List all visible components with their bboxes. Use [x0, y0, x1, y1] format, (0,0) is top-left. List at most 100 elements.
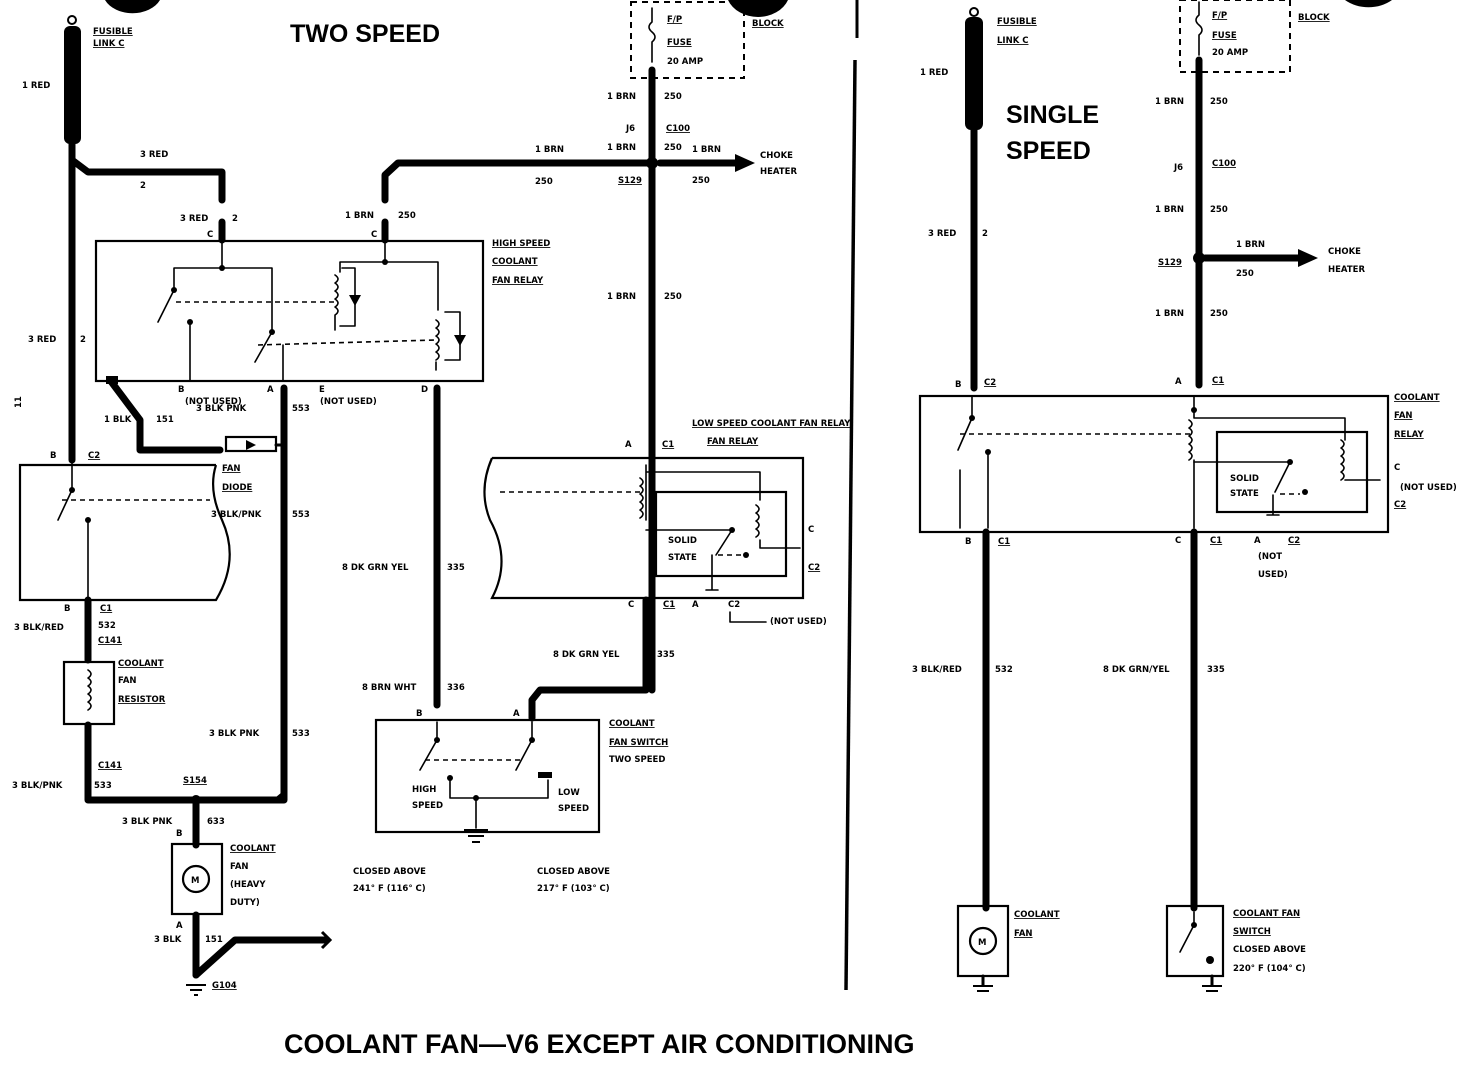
- svg-text:(NOT USED): (NOT USED): [1400, 483, 1457, 493]
- svg-text:C: C: [207, 230, 213, 240]
- high-relay-label: HIGH SPEED: [492, 239, 550, 249]
- svg-text:FAN SWITCH: FAN SWITCH: [609, 738, 668, 748]
- svg-text:220° F (104° C): 220° F (104° C): [1233, 964, 1306, 974]
- svg-text:FUSE: FUSE: [1212, 31, 1237, 41]
- svg-text:COOLANT: COOLANT: [492, 257, 538, 267]
- svg-text:3 BLK/RED: 3 BLK/RED: [14, 623, 64, 633]
- svg-text:A: A: [176, 921, 183, 931]
- svg-text:8 DK GRN/YEL: 8 DK GRN/YEL: [1103, 665, 1170, 675]
- svg-text:C1: C1: [663, 600, 675, 610]
- svg-text:BLOCK: BLOCK: [1298, 13, 1330, 23]
- svg-text:3 BLK/RED: 3 BLK/RED: [912, 665, 962, 675]
- svg-text:250: 250: [535, 177, 553, 187]
- svg-text:FAN RELAY: FAN RELAY: [707, 437, 759, 447]
- svg-text:SPEED: SPEED: [1006, 137, 1091, 165]
- svg-text:FUSIBLE: FUSIBLE: [997, 17, 1037, 27]
- svg-text:3 BLK PNK: 3 BLK PNK: [209, 729, 260, 739]
- svg-text:241° F (116° C): 241° F (116° C): [353, 884, 426, 894]
- single-relay-label: COOLANT: [1394, 393, 1440, 403]
- svg-text:B: B: [64, 604, 70, 614]
- svg-text:TWO SPEED: TWO SPEED: [609, 755, 665, 765]
- svg-text:A: A: [267, 385, 274, 395]
- svg-text:E: E: [319, 385, 325, 395]
- svg-text:G104: G104: [212, 981, 237, 991]
- svg-text:STATE: STATE: [1230, 489, 1259, 499]
- svg-text:2: 2: [232, 214, 238, 224]
- svg-text:1 BRN: 1 BRN: [607, 92, 636, 102]
- svg-text:SPEED: SPEED: [412, 801, 443, 811]
- svg-text:C: C: [1175, 536, 1181, 546]
- svg-text:335: 335: [657, 650, 675, 660]
- svg-text:CLOSED ABOVE: CLOSED ABOVE: [1233, 945, 1306, 955]
- svg-text:250: 250: [1210, 205, 1228, 215]
- ground-g104: [186, 984, 206, 996]
- svg-text:20 AMP: 20 AMP: [667, 57, 703, 67]
- svg-text:1 BRN: 1 BRN: [1155, 97, 1184, 107]
- svg-text:USED): USED): [1258, 570, 1288, 580]
- left-relay-box: [18, 463, 231, 602]
- svg-text:1 BRN: 1 BRN: [1155, 205, 1184, 215]
- svg-text:250: 250: [692, 176, 710, 186]
- svg-text:RESISTOR: RESISTOR: [118, 695, 166, 705]
- single-relay-internals: SOLID STATE: [957, 395, 1381, 529]
- svg-text:(NOT USED): (NOT USED): [320, 397, 377, 407]
- svg-text:C: C: [808, 525, 814, 535]
- svg-text:SPEED: SPEED: [558, 804, 589, 814]
- svg-text:B: B: [965, 537, 971, 547]
- coolant-fan-resistor: [62, 660, 116, 726]
- svg-text:D: D: [421, 385, 428, 395]
- svg-text:SOLID: SOLID: [668, 536, 697, 546]
- svg-text:8 DK GRN YEL: 8 DK GRN YEL: [342, 563, 409, 573]
- svg-text:(NOT: (NOT: [1258, 552, 1282, 562]
- fuse-box-left: [630, 1, 745, 79]
- svg-text:C: C: [628, 600, 634, 610]
- svg-text:HIGH: HIGH: [412, 785, 436, 795]
- svg-text:3 RED: 3 RED: [140, 150, 168, 160]
- svg-text:COOLANT: COOLANT: [1014, 910, 1060, 920]
- svg-text:C: C: [371, 230, 377, 240]
- svg-text:250: 250: [1236, 269, 1254, 279]
- svg-text:S129: S129: [618, 176, 642, 186]
- fuse-box-right: [1179, 0, 1291, 73]
- two-speed-heading: TWO SPEED: [290, 20, 440, 48]
- wire-335-low: [528, 596, 650, 722]
- svg-text:553: 553: [292, 404, 310, 414]
- svg-text:C141: C141: [98, 636, 122, 646]
- page-marker: 11: [14, 396, 24, 408]
- svg-text:C2: C2: [728, 600, 740, 610]
- svg-text:250: 250: [664, 92, 682, 102]
- svg-text:C1: C1: [1212, 376, 1224, 386]
- svg-text:COOLANT FAN: COOLANT FAN: [1233, 909, 1300, 919]
- wire-red-top: [68, 156, 226, 204]
- svg-text:1 BRN: 1 BRN: [607, 143, 636, 153]
- svg-text:3 RED: 3 RED: [180, 214, 208, 224]
- svg-text:A: A: [692, 600, 699, 610]
- svg-text:B: B: [50, 451, 56, 461]
- svg-text:8 BRN WHT: 8 BRN WHT: [362, 683, 416, 693]
- svg-text:1 BRN: 1 BRN: [345, 211, 374, 221]
- svg-text:C: C: [1394, 463, 1400, 473]
- svg-text:553: 553: [292, 510, 310, 520]
- coolant-fan-switch-right: [1165, 904, 1225, 978]
- coolant-fan-switch-two-speed: [374, 718, 601, 834]
- svg-text:COOLANT: COOLANT: [230, 844, 276, 854]
- svg-text:HEATER: HEATER: [760, 167, 797, 177]
- fuse-block-label: BLOCK: [752, 19, 784, 29]
- svg-text:C1: C1: [1210, 536, 1222, 546]
- svg-text:FAN: FAN: [222, 464, 241, 474]
- svg-text:FAN RELAY: FAN RELAY: [492, 276, 544, 286]
- svg-text:C2: C2: [984, 378, 996, 388]
- high-relay-internals: [157, 239, 466, 381]
- svg-text:1 BRN: 1 BRN: [1236, 240, 1265, 250]
- fusible-link-left: FUSIBLE LINK C 1 RED: [22, 15, 133, 144]
- svg-text:633: 633: [207, 817, 225, 827]
- svg-text:SWITCH: SWITCH: [1233, 927, 1271, 937]
- svg-text:2: 2: [982, 229, 988, 239]
- svg-text:2: 2: [140, 181, 146, 191]
- svg-text:C141: C141: [98, 761, 122, 771]
- svg-text:3 RED: 3 RED: [28, 335, 56, 345]
- not-used-label: (NOT USED): [185, 397, 242, 407]
- svg-text:1 BLK: 1 BLK: [104, 415, 132, 425]
- svg-text:C2: C2: [1394, 500, 1406, 510]
